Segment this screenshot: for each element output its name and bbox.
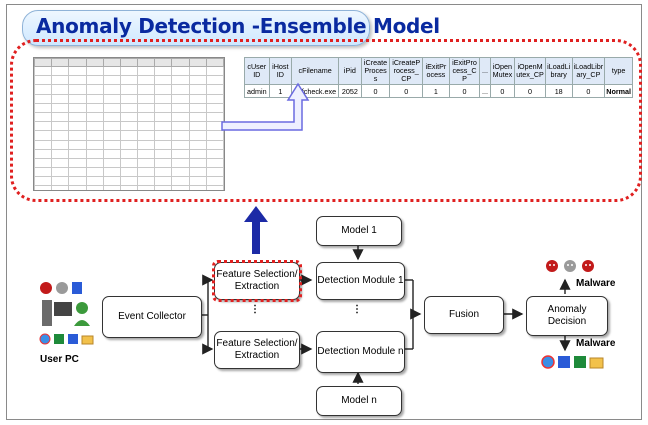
chrome-icon — [541, 355, 555, 369]
feature-header: iExitProcess_CP — [448, 57, 481, 85]
feature-selection-n-box: Feature Selection/ Extraction — [214, 331, 300, 369]
virus-icon — [564, 260, 576, 272]
feature-cell: 0 — [571, 84, 606, 98]
malware-label-bottom: Malware — [576, 338, 616, 349]
feature-header: cUser ID — [244, 57, 270, 85]
feature-header: iPid — [338, 57, 362, 85]
benign-app-icons — [541, 355, 604, 369]
detection-module-1-box: Detection Module 1 — [316, 262, 405, 300]
anomaly-decision-box: Anomaly Decision — [526, 296, 608, 336]
feature-table-header: cUser ID iHost ID cFilename iPid iCreate… — [244, 57, 633, 85]
feature-cell: 1 — [422, 84, 450, 98]
model-n-box: Model n — [316, 386, 402, 416]
feature-selection-1-highlight — [212, 260, 302, 302]
malware-label-top: Malware — [576, 278, 616, 289]
virus-icon — [582, 260, 594, 272]
virus-icon — [546, 260, 558, 272]
virus-icon — [56, 282, 68, 294]
feature-cell: ... — [479, 84, 491, 98]
feature-cell: 18 — [544, 84, 573, 98]
feature-header: iLoadLibrary_CP — [571, 57, 606, 85]
feature-cell: admin — [244, 84, 270, 98]
user-pc-illustration — [39, 282, 94, 345]
feature-header: iLoadLibrary — [544, 57, 573, 85]
fusion-box: Fusion — [424, 296, 504, 334]
raw-log-table-thumbnail — [33, 57, 225, 191]
feature-cell: 0 — [360, 84, 391, 98]
event-collector-box: Event Collector — [102, 296, 202, 338]
excel-icon — [54, 334, 64, 344]
virus-icon — [40, 282, 52, 294]
feature-cell: 2052 — [338, 84, 362, 98]
feature-cell: 0 — [514, 84, 546, 98]
ellipsis-feature: ⋮ — [250, 304, 260, 315]
feature-header: iHost ID — [268, 57, 293, 85]
extraction-up-arrow — [244, 206, 268, 254]
feature-header: cFilename — [291, 57, 340, 85]
feature-table: cUser ID iHost ID cFilename iPid iCreate… — [244, 57, 633, 98]
user-icon — [76, 302, 88, 314]
ellipsis-detection: ⋮ — [352, 304, 362, 315]
feature-cell: 0 — [389, 84, 424, 98]
document-icon — [68, 334, 78, 344]
table-to-feature-arrow — [221, 82, 310, 131]
user-pc-label: User PC — [40, 354, 79, 365]
excel-icon — [574, 356, 586, 368]
feature-header: iOpenMutex_CP — [514, 57, 546, 85]
feature-header: iCreateProcess — [360, 57, 391, 85]
folder-icon — [589, 357, 604, 369]
model-1-box: Model 1 — [316, 216, 402, 246]
document-icon — [558, 356, 570, 368]
feature-cell: Normal — [604, 84, 633, 98]
feature-cell: 0 — [489, 84, 516, 98]
feature-header: iCreateProcess_CP — [389, 57, 424, 85]
computer-tower-icon — [42, 300, 52, 326]
feature-extraction-highlight — [10, 39, 642, 202]
malware-bug-icons — [546, 260, 594, 272]
chrome-icon — [39, 333, 51, 345]
monitor-icon — [54, 302, 72, 316]
folder-icon — [81, 335, 94, 345]
detection-module-n-box: Detection Module n — [316, 331, 405, 373]
feature-table-row: admin 1 gfifcheck.exe 2052 0 0 1 0 ... 0… — [244, 84, 633, 98]
document-icon — [72, 282, 82, 294]
figure-title: Anomaly Detection -Ensemble Model — [36, 14, 440, 38]
feature-cell: 0 — [448, 84, 481, 98]
